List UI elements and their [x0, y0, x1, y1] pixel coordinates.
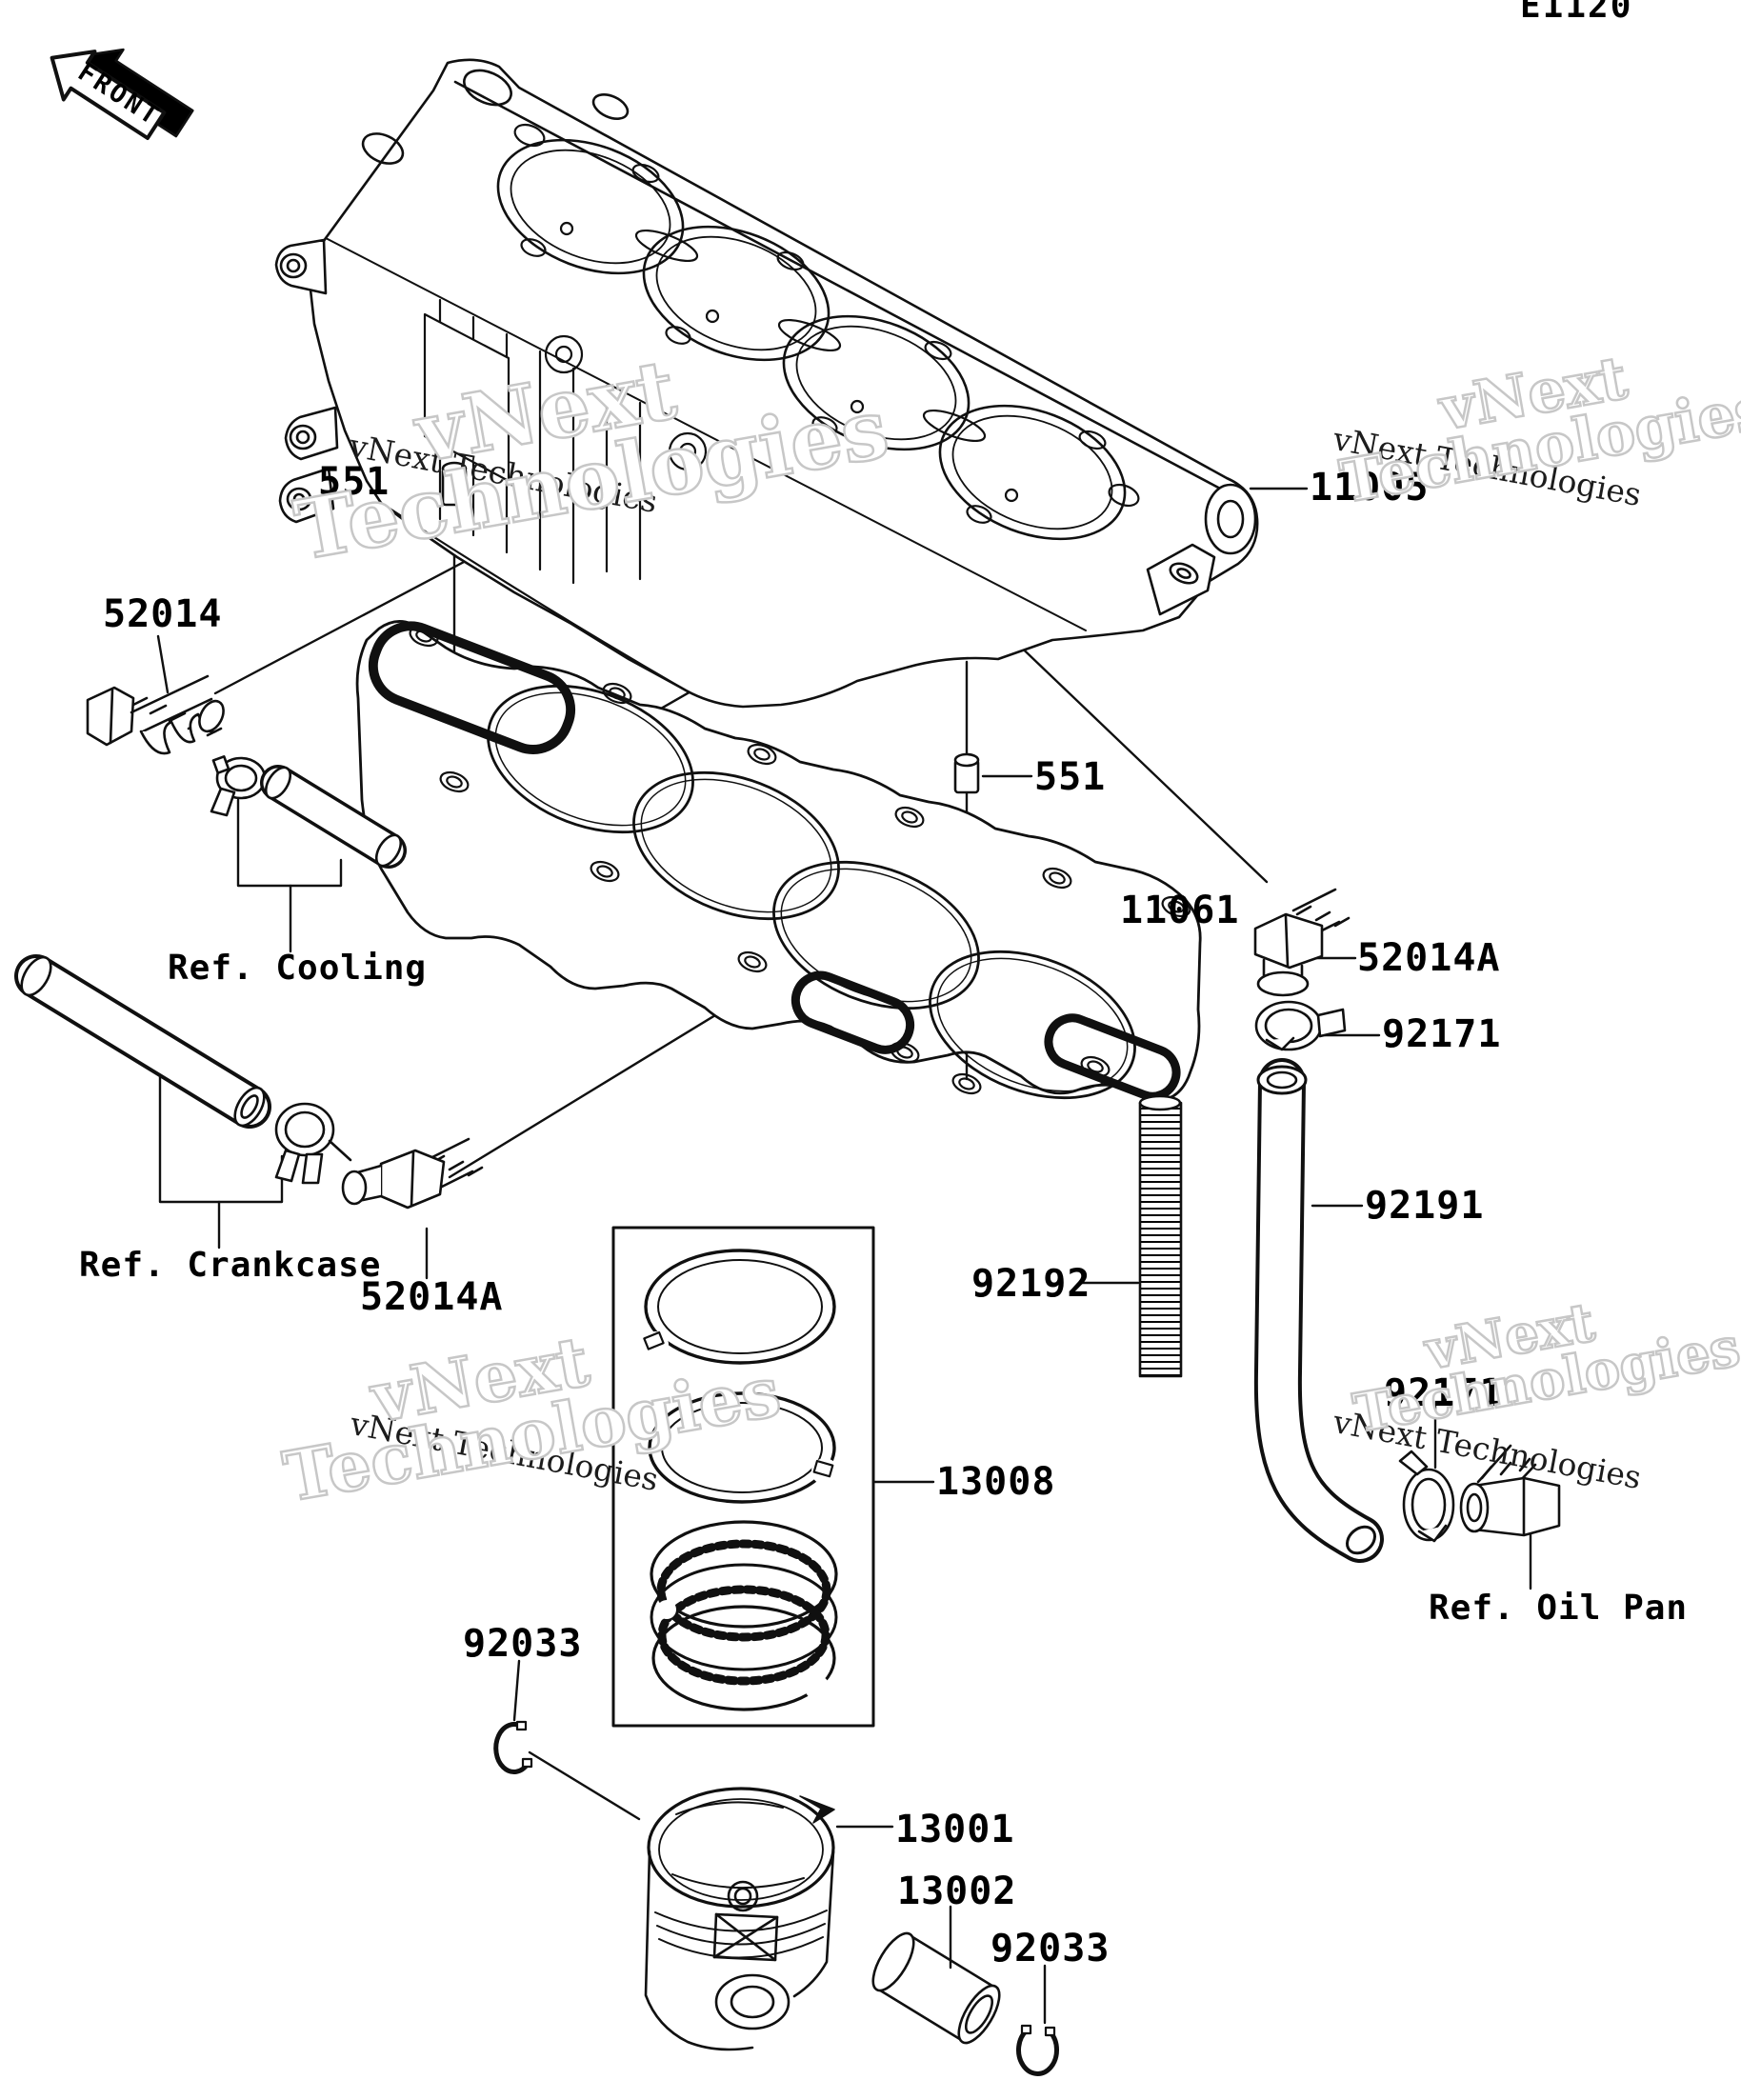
- crankcase-hose-clamp: [274, 1102, 352, 1185]
- cylinder-block-drawing: [274, 58, 1259, 709]
- part-label-52014: 52014: [103, 592, 223, 636]
- part-label-551-top: 551: [318, 460, 390, 504]
- ring-set-box: [611, 1226, 875, 1728]
- dowel-pin-551-top: [441, 461, 468, 507]
- part-label-92191: 92191: [1365, 1184, 1485, 1228]
- page-code: E1120: [1520, 0, 1633, 26]
- crankcase-tube: [14, 954, 271, 1129]
- circlip-top: [493, 1720, 533, 1774]
- head-gasket-drawing: [355, 620, 1202, 1102]
- part-label-13001: 13001: [895, 1808, 1015, 1851]
- oil-pan-fitting: [1459, 1444, 1561, 1537]
- top-ring: [642, 1249, 836, 1365]
- ref-label-crankcase: Ref. Crankcase: [79, 1246, 382, 1285]
- part-label-11061: 11061: [1120, 889, 1240, 932]
- piston-pin-drawing: [871, 1931, 1001, 2045]
- part-label-52014a-right: 52014A: [1357, 936, 1501, 980]
- second-ring: [648, 1391, 838, 1504]
- part-label-92171-right: 92171: [1382, 1012, 1502, 1056]
- part-label-551-mid: 551: [1034, 755, 1107, 799]
- cooling-hose: [260, 765, 407, 869]
- elbow-fitting-52014a-bottom: [341, 1137, 484, 1210]
- part-label-52014a-bottom: 52014A: [360, 1275, 504, 1319]
- oil-pan-clamp-92171-bottom: [1398, 1450, 1455, 1543]
- part-label-92033-bottom: 92033: [991, 1927, 1111, 1970]
- breather-hose-92191: [1253, 1058, 1384, 1563]
- part-label-92171-bottom: 92171: [1384, 1371, 1504, 1415]
- piston-drawing: [644, 1787, 835, 2051]
- elbow-fitting-52014: [86, 674, 225, 755]
- ref-label-oil-pan: Ref. Oil Pan: [1429, 1589, 1689, 1628]
- ref-label-cooling: Ref. Cooling: [168, 949, 428, 988]
- part-label-11005: 11005: [1310, 466, 1430, 510]
- circlip-bottom: [1016, 2024, 1059, 2076]
- part-label-92192: 92192: [971, 1262, 1091, 1306]
- part-label-92033-top: 92033: [463, 1622, 583, 1666]
- part-label-13008: 13008: [936, 1460, 1056, 1504]
- elbow-fitting-52014a-right: [1253, 888, 1351, 997]
- hose-clamp-92171-right: [1254, 1000, 1347, 1051]
- part-label-13002: 13002: [897, 1870, 1017, 1913]
- stud-bolt-92192: [1138, 1094, 1183, 1378]
- oil-ring: [650, 1520, 838, 1711]
- dowel-pin-551-mid: [953, 752, 980, 794]
- front-arrow-icon: [50, 48, 194, 141]
